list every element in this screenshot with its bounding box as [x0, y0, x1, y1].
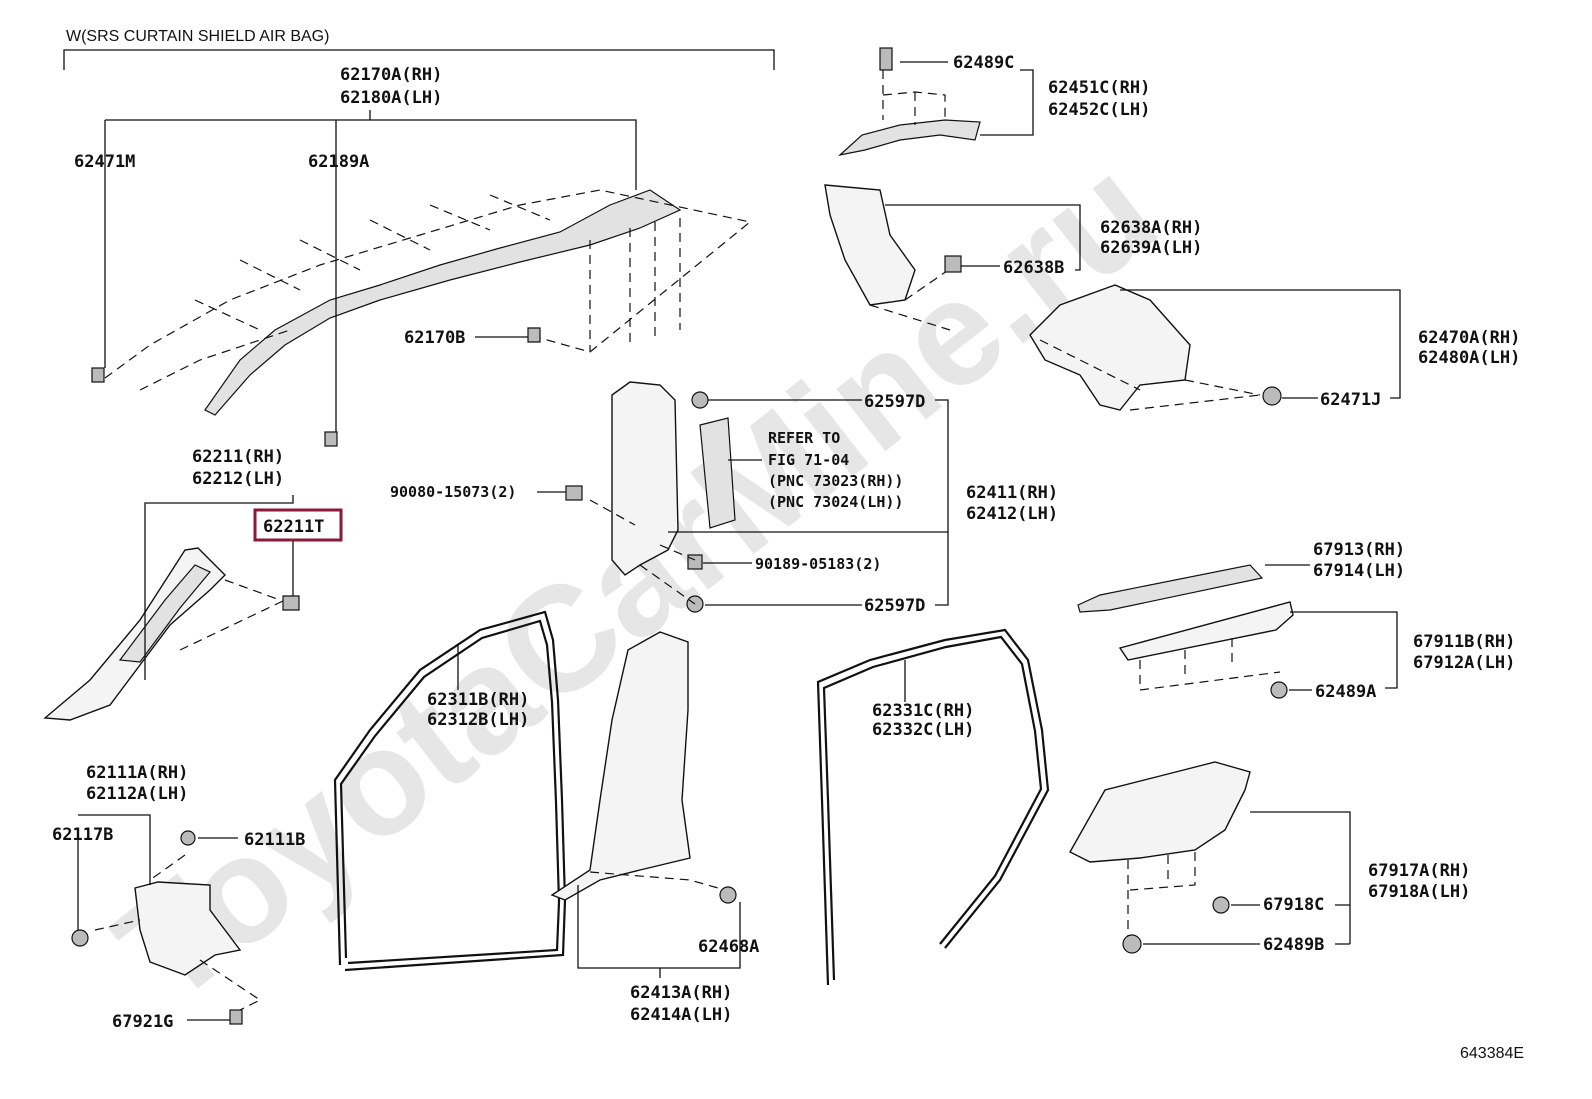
label-62111B: 62111B	[244, 830, 305, 850]
label-62597D-top: 62597D	[864, 392, 925, 412]
label-67918C: 67918C	[1263, 895, 1324, 915]
refer-line-4: (PNC 73024(LH))	[768, 493, 903, 511]
label-62411: 62411(RH)	[966, 483, 1058, 503]
part-67917A	[1069, 761, 1251, 954]
label-62639A: 62639A(LH)	[1100, 238, 1202, 258]
label-62332C: 62332C(LH)	[872, 720, 974, 740]
label-62471M: 62471M	[74, 152, 135, 172]
part-62111A	[71, 830, 262, 1025]
label-62489C: 62489C	[953, 53, 1014, 73]
label-62489A: 62489A	[1315, 682, 1376, 702]
label-62111A: 62111A(RH)	[86, 763, 188, 783]
clip-62189A	[324, 431, 338, 447]
label-62468A: 62468A	[698, 937, 759, 957]
clip-67918C	[1212, 896, 1230, 914]
part-67911B	[1118, 601, 1294, 699]
label-62452C: 62452C(LH)	[1048, 100, 1150, 120]
clip-62117B	[71, 929, 89, 947]
label-90080: 90080-15073(2)	[390, 483, 516, 501]
clip-62471M	[91, 367, 105, 383]
a-pillar-grille	[118, 564, 211, 663]
label-62211T[interactable]: 62211T	[263, 517, 324, 537]
curtain-airbag-part	[204, 189, 682, 416]
label-62480A: 62480A(LH)	[1418, 348, 1520, 368]
clip-62638B	[944, 255, 962, 273]
part-62451C	[837, 47, 981, 157]
part-62638A	[824, 184, 962, 331]
label-62413A: 62413A(RH)	[630, 983, 732, 1003]
weatherstrip-rear-inner	[822, 635, 1043, 981]
label-62331C: 62331C(RH)	[872, 701, 974, 721]
clip-62211T	[282, 595, 300, 611]
part-62470A	[1029, 284, 1282, 411]
label-62489B: 62489B	[1263, 935, 1324, 955]
label-62112A: 62112A(LH)	[86, 784, 188, 804]
header-bracket	[63, 49, 775, 70]
part-62413A	[550, 631, 737, 904]
weatherstrip-front	[333, 610, 567, 972]
label-62451C: 62451C(RH)	[1048, 78, 1150, 98]
clip-62597D-top	[691, 391, 709, 409]
clip-62111B	[180, 830, 196, 846]
label-67917A: 67917A(RH)	[1368, 861, 1470, 881]
weatherstrip-front-inner	[339, 619, 561, 965]
part-62211	[43, 547, 300, 721]
label-67914: 67914(LH)	[1313, 561, 1405, 581]
label-62189A: 62189A	[308, 152, 369, 172]
clip-62471J	[1262, 386, 1282, 406]
belt-cover-refer	[699, 417, 736, 529]
bolt-90080	[565, 485, 583, 501]
clip-62489A	[1270, 681, 1288, 699]
label-62638B: 62638B	[1003, 258, 1064, 278]
part-67913	[1077, 564, 1264, 613]
label-90189: 90189-05183(2)	[755, 555, 881, 573]
label-62117B: 62117B	[52, 825, 113, 845]
label-62412: 62412(LH)	[966, 504, 1058, 524]
figure-code: 643384E	[1460, 1045, 1524, 1062]
label-62311B: 62311B(RH)	[427, 690, 529, 710]
label-62638A: 62638A(RH)	[1100, 218, 1202, 238]
label-62471J: 62471J	[1320, 390, 1381, 410]
label-62414A: 62414A(LH)	[630, 1005, 732, 1025]
curtain-airbag-assembly	[91, 189, 752, 447]
label-67918A: 67918A(LH)	[1368, 882, 1470, 902]
refer-line-1: REFER TO	[768, 429, 840, 447]
refer-line-2: FIG 71-04	[768, 451, 849, 469]
clip-62468A	[719, 886, 737, 904]
header-label: W(SRS CURTAIN SHIELD AIR BAG)	[66, 28, 329, 45]
label-62211: 62211(RH)	[192, 447, 284, 467]
label-62597D-bottom: 62597D	[864, 596, 925, 616]
clip-62489C	[879, 47, 893, 71]
label-62470A: 62470A(RH)	[1418, 328, 1520, 348]
part-62411	[565, 381, 736, 613]
clip-90189	[687, 554, 703, 570]
label-62180A: 62180A(LH)	[340, 88, 442, 108]
label-62312B: 62312B(LH)	[427, 710, 529, 730]
label-62170A: 62170A(RH)	[340, 65, 442, 85]
label-62170B: 62170B	[404, 328, 465, 348]
highlight-box-62211T	[253, 508, 343, 542]
clip-67921G	[229, 1009, 243, 1025]
label-62212: 62212(LH)	[192, 469, 284, 489]
clip-62489B	[1122, 934, 1142, 954]
weatherstrip-rear	[816, 628, 1050, 986]
label-67921G: 67921G	[112, 1012, 173, 1032]
bolt-62170B	[527, 327, 541, 343]
label-67912A: 67912A(LH)	[1413, 653, 1515, 673]
label-67913: 67913(RH)	[1313, 540, 1405, 560]
refer-line-3: (PNC 73023(RH))	[768, 472, 903, 490]
label-67911B: 67911B(RH)	[1413, 632, 1515, 652]
